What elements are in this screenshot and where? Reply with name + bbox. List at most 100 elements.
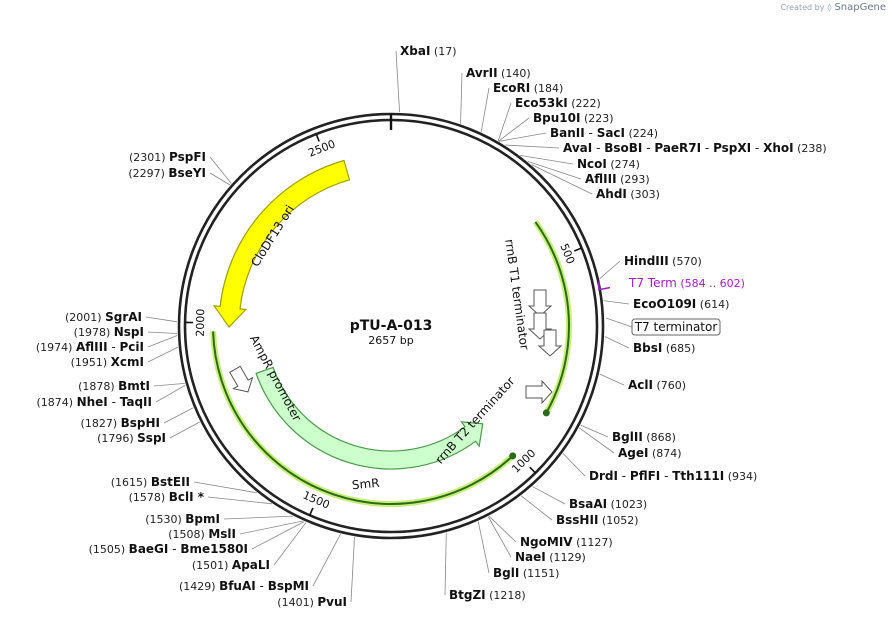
tick-500 [573, 247, 582, 252]
site-position: (140) [498, 67, 531, 80]
site-name: MslI [208, 527, 236, 541]
site-left-4: (1974) AflIII - PciI [36, 340, 144, 354]
site-label: (2297) BseYI [128, 166, 206, 180]
site-name: HindIII [624, 254, 669, 268]
leader-line [155, 384, 186, 403]
leader-line [223, 515, 293, 520]
site-label: (1508) MslI [168, 527, 236, 541]
site-name: BbsI [633, 341, 662, 355]
site-name: BstEII [151, 475, 190, 489]
site-name: ApaLI [232, 558, 270, 572]
site-name: EcoO109I [633, 297, 696, 311]
leader-line [239, 520, 303, 535]
t7-term-mark [598, 281, 611, 291]
site-name: PflFI [630, 469, 660, 483]
site-name: PaeR7I [654, 141, 701, 155]
site-position: (1978) [74, 326, 114, 339]
site-label: AvaI - BsoBI - PaeR7I - PspXI - XhoI (23… [563, 141, 827, 155]
site-name: AhdI [596, 187, 627, 201]
site-position: (238) [794, 142, 827, 155]
site-name: SspI [137, 431, 166, 445]
site-position: (1578) [129, 491, 169, 504]
site-name: AvrII [466, 66, 498, 80]
site-position: (1429) [179, 580, 219, 593]
site-name: NgoMIV [520, 535, 573, 549]
leader-line [531, 164, 593, 195]
site-name: PvuI [317, 595, 347, 609]
site-left-11: (1578) BclI * [129, 490, 205, 504]
leader-line [605, 317, 633, 328]
site-label: AflIII (293) [585, 172, 650, 186]
site-label: AclI (760) [628, 378, 686, 392]
site-label: (1401) PvuI [277, 595, 347, 609]
site-label: (1615) BstEII [111, 475, 190, 489]
site-right-8: AflIII (293) [585, 172, 650, 186]
leader-line [604, 336, 630, 349]
site-left-13: (1508) MslI [168, 527, 236, 541]
site-position: (17) [430, 45, 456, 58]
terminator-arrow-4 [229, 365, 254, 393]
site-position: (223) [580, 112, 613, 125]
site-label: HindIII (570) [624, 254, 702, 268]
site-name: EcoRI [493, 81, 530, 95]
leader-line [460, 72, 463, 124]
site-position: (1530) [145, 513, 185, 526]
site-right-22: BtgZI (1218) [449, 588, 526, 602]
site-left-8: (1827) BspHI [81, 416, 160, 430]
site-name: PciI [120, 340, 145, 354]
site-name: AflIII [76, 340, 108, 354]
feature-t2-arc-head [509, 452, 517, 460]
leader-line [209, 172, 231, 186]
site-position: (874) [648, 447, 681, 460]
site-left-12: (1530) BpmI [145, 512, 220, 526]
site-position: (303) [627, 188, 660, 201]
site-right-21: BglI (1151) [493, 566, 559, 580]
feature-label-4: SmR [351, 476, 380, 492]
site-separator: - [618, 469, 630, 483]
site-label: (2001) SgrAI [65, 310, 142, 324]
site-right-12: BbsI (685) [633, 341, 695, 355]
leader-line [145, 316, 178, 323]
leader-line [251, 521, 305, 550]
site-name: AgeI [618, 446, 648, 460]
site-position: (1052) [598, 514, 638, 527]
site-right-7: NcoI (274) [577, 157, 640, 171]
site-name: Bme1580I [180, 542, 248, 556]
terminator-arrow-2 [537, 329, 563, 357]
leader-line [578, 427, 615, 454]
site-label: Eco53kI (222) [515, 96, 601, 110]
site-name: XbaI [400, 44, 430, 58]
site-position: (570) [669, 255, 702, 268]
site-right-4: Bpu10I (223) [533, 111, 614, 125]
leader-line [147, 346, 179, 363]
leader-line [505, 144, 560, 149]
site-position: (1505) [89, 543, 129, 556]
leader-line [153, 382, 185, 387]
site-label: (1429) BfuAI - BspMI [179, 579, 309, 593]
site-position: (1796) [97, 432, 137, 445]
leader-line [209, 156, 232, 184]
site-name: Bpu10I [533, 111, 580, 125]
site-right-20: NaeI (1129) [515, 550, 586, 564]
site-separator: - [701, 141, 713, 155]
leader-line [193, 481, 257, 494]
site-position: (2301) [129, 151, 169, 164]
site-position: (1878) [78, 380, 118, 393]
site-name: SacI [597, 126, 625, 140]
t7-term-name: T7 Term [628, 276, 677, 290]
site-name: BtgZI [449, 588, 486, 602]
site-name: XhoI [763, 141, 794, 155]
site-right-0: XbaI (17) [400, 44, 456, 58]
site-name: Eco53kI [515, 96, 568, 110]
site-name: Tth111I [672, 469, 724, 483]
terminator-arrow-3 [525, 379, 553, 405]
site-right-16: DrdI - PflFI - Tth111I (934) [589, 469, 757, 483]
site-label: (1578) BclI * [129, 490, 205, 504]
site-label: (1878) BmtI [78, 379, 150, 393]
leader-line [147, 335, 178, 348]
site-name: BpmI [185, 512, 220, 526]
site-right-3: Eco53kI (222) [515, 96, 601, 110]
leader-line [395, 50, 401, 113]
site-name: NcoI [577, 157, 607, 171]
site-left-0: (2301) PspFI [129, 150, 206, 164]
